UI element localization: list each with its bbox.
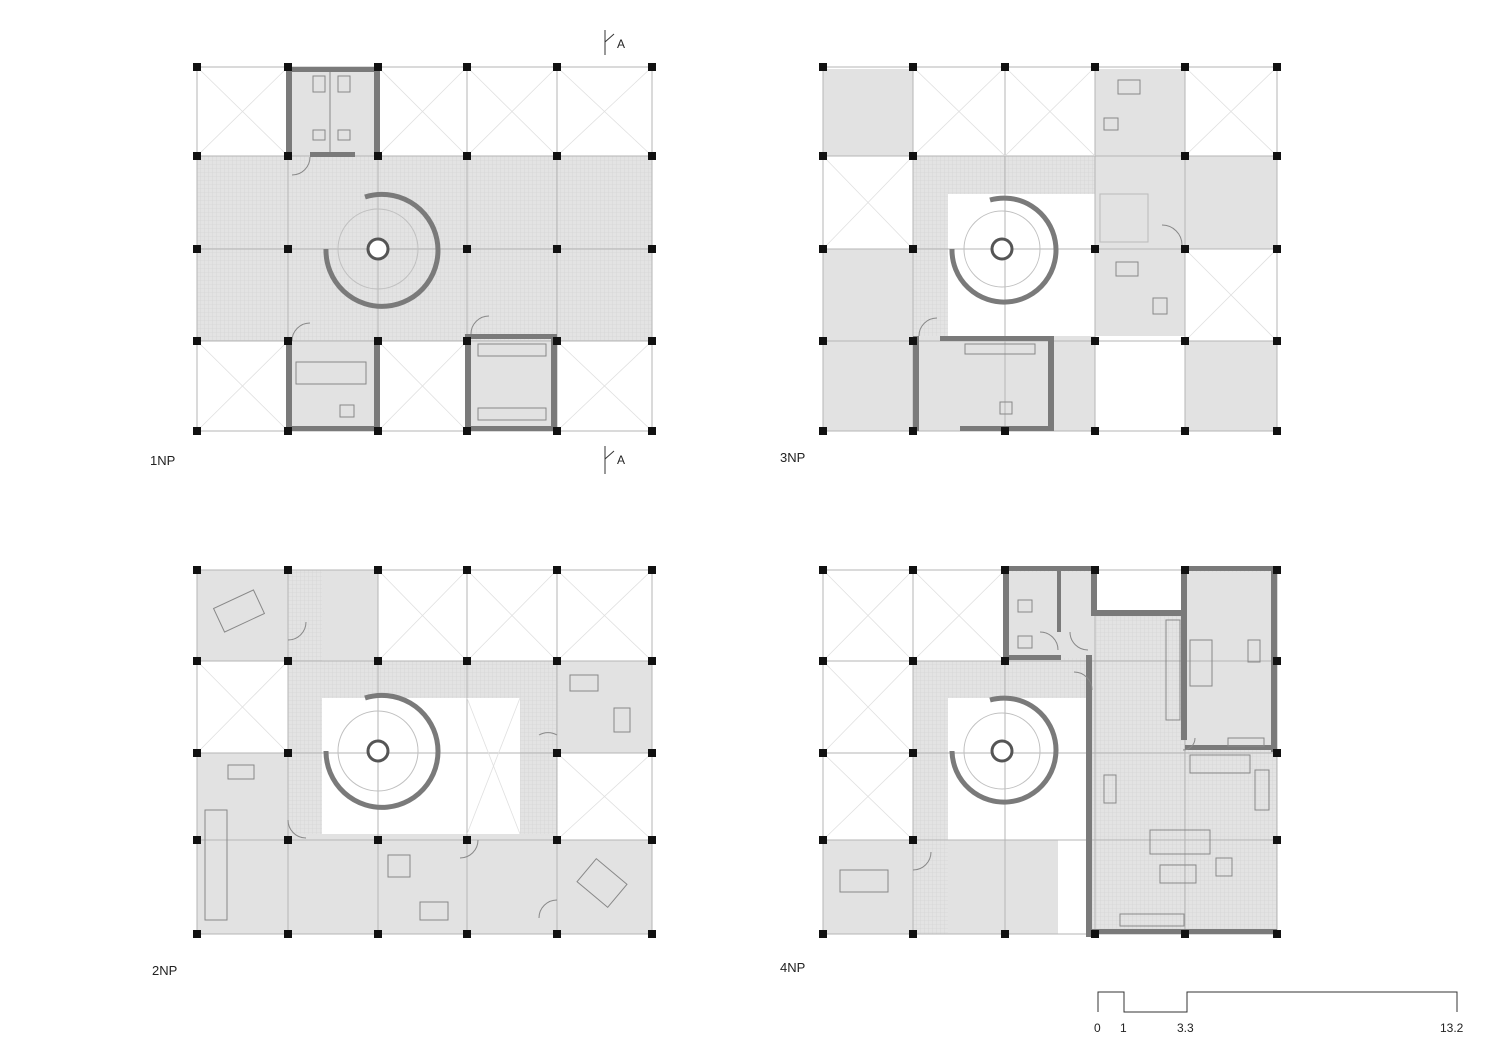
plan-label: 1NP bbox=[150, 453, 175, 468]
scale-bar: 0 1 3.3 13.2 bbox=[1094, 991, 1464, 1035]
furniture bbox=[204, 589, 631, 921]
plan-1np: A A 1NP bbox=[150, 30, 656, 474]
section-marker-top: A bbox=[604, 30, 625, 55]
walls bbox=[286, 67, 557, 431]
plan-label: 2NP bbox=[152, 963, 177, 978]
scale-tick-0: 0 bbox=[1094, 1021, 1101, 1035]
columns bbox=[193, 566, 656, 938]
plan-4np: 4NP bbox=[780, 566, 1281, 975]
furniture bbox=[918, 79, 1183, 415]
spiral-stair bbox=[949, 195, 1059, 305]
columns bbox=[193, 63, 656, 435]
scale-tick-13-2: 13.2 bbox=[1440, 1021, 1464, 1035]
section-label: A bbox=[617, 453, 625, 467]
plan-3np: 3NP bbox=[780, 63, 1281, 465]
spiral-stair bbox=[323, 692, 441, 810]
floor-areas bbox=[823, 570, 1277, 934]
plan-2np: 2NP bbox=[152, 566, 656, 978]
plan-label: 4NP bbox=[780, 960, 805, 975]
columns bbox=[819, 566, 1281, 938]
columns bbox=[819, 63, 1281, 435]
fixtures bbox=[291, 72, 547, 421]
structural-grid bbox=[196, 66, 653, 432]
spiral-stair bbox=[949, 695, 1059, 805]
floor-areas bbox=[823, 69, 1277, 431]
scale-tick-3-3: 3.3 bbox=[1177, 1021, 1194, 1035]
section-marker-bottom: A bbox=[604, 446, 625, 474]
floor-areas bbox=[197, 570, 652, 934]
furniture bbox=[839, 599, 1270, 927]
section-label: A bbox=[617, 37, 625, 51]
plan-label: 3NP bbox=[780, 450, 805, 465]
spiral-stair bbox=[323, 191, 441, 309]
scale-tick-1: 1 bbox=[1120, 1021, 1127, 1035]
